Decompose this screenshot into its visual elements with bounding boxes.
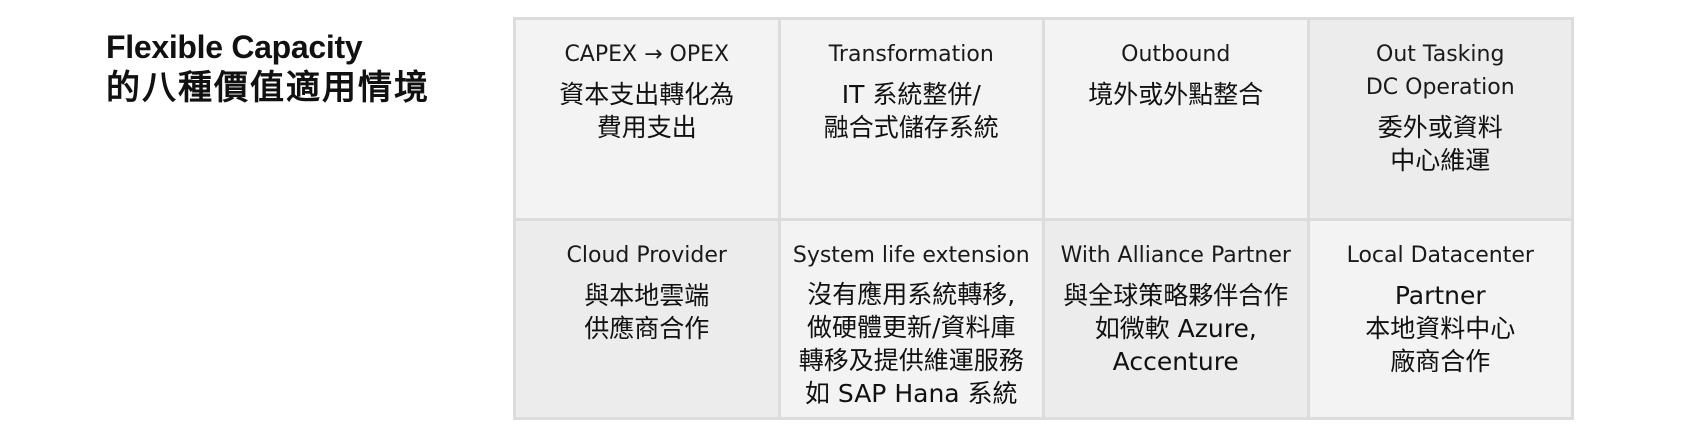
scenario-title: CAPEX → OPEX <box>564 42 730 67</box>
scenario-title: System life extension <box>792 243 1030 268</box>
scenario-title: Local Datacenter <box>1346 243 1534 268</box>
scenario-grid: CAPEX → OPEX 資本支出轉化為 費用支出 Transformation… <box>513 17 1574 420</box>
scenario-title: Outbound <box>1121 42 1231 67</box>
scenario-cell-alliance-partner: With Alliance Partner 與全球策略夥伴合作 如微軟 Azur… <box>1045 221 1307 417</box>
scenario-description: 與本地雲端 供應商合作 <box>584 281 710 343</box>
scenario-title: Cloud Provider <box>566 243 727 268</box>
scenario-description: 資本支出轉化為 費用支出 <box>559 80 735 142</box>
scenario-cell-local-datacenter: Local Datacenter Partner 本地資料中心 廠商合作 <box>1309 221 1571 417</box>
scenario-cell-cloud-provider: Cloud Provider 與本地雲端 供應商合作 <box>516 221 778 417</box>
scenario-description: 與全球策略夥伴合作 如微軟 Azure, Accenture <box>1063 281 1289 376</box>
scenario-cell-system-life-extension: System life extension 沒有應用系統轉移, 做硬體更新/資料… <box>780 221 1042 417</box>
scenario-description: 境外或外點整合 <box>1088 80 1264 109</box>
scenario-description: IT 系統整併/ 融合式儲存系統 <box>823 80 999 142</box>
page-heading: Flexible Capacity 的八種價值適用情境 <box>106 28 506 110</box>
scenario-cell-out-tasking: Out Tasking DC Operation 委外或資料 中心維運 <box>1309 20 1571 218</box>
scenario-cell-transformation: Transformation IT 系統整併/ 融合式儲存系統 <box>780 20 1042 218</box>
scenario-cell-outbound: Outbound 境外或外點整合 <box>1045 20 1307 218</box>
scenario-title: Out Tasking DC Operation <box>1365 42 1515 100</box>
scenario-description: Partner 本地資料中心 廠商合作 <box>1365 281 1516 376</box>
scenario-cell-capex-opex: CAPEX → OPEX 資本支出轉化為 費用支出 <box>516 20 778 218</box>
scenario-title: With Alliance Partner <box>1060 243 1291 268</box>
scenario-description: 委外或資料 中心維運 <box>1377 113 1503 175</box>
heading-title-en: Flexible Capacity <box>106 29 363 65</box>
scenario-title: Transformation <box>828 42 994 67</box>
scenario-description: 沒有應用系統轉移, 做硬體更新/資料庫 轉移及提供維運服務 如 SAP Hana… <box>798 280 1024 408</box>
heading-title-zh: 的八種價值適用情境 <box>106 68 430 108</box>
